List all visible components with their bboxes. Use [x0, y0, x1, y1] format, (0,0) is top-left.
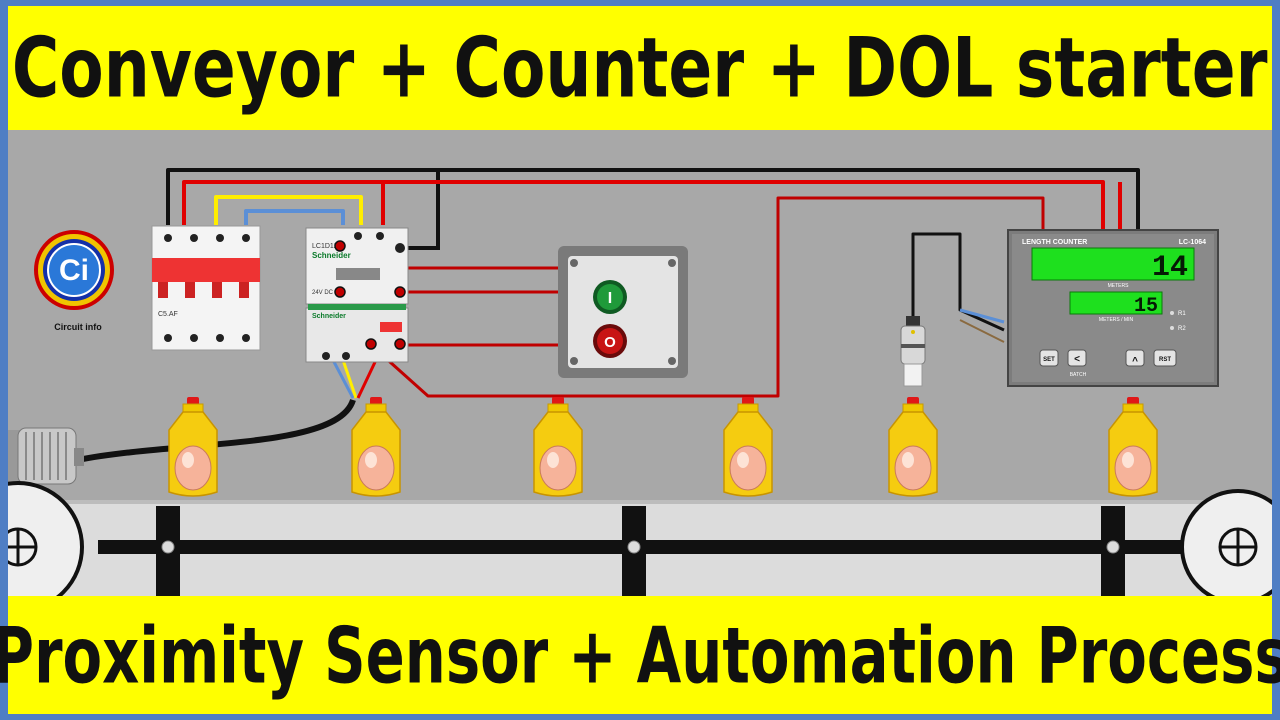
wiring-diagram: Ci Circuit info C5.AF LC1D12 Schneider 2…: [8, 130, 1272, 596]
bottle: [351, 397, 401, 497]
logo-initials: Ci: [59, 254, 89, 287]
counter-left-button[interactable]: <: [1067, 349, 1087, 367]
counter-main-unit: METERS: [1108, 283, 1130, 289]
counter-model: LC-1064: [1179, 239, 1206, 246]
stop-symbol: O: [604, 334, 616, 351]
counter-secondary-unit: METERS / MIN: [1099, 317, 1134, 323]
counter-up-button[interactable]: ^: [1125, 349, 1145, 367]
title-text: Conveyor + Counter + DOL starter: [12, 19, 1268, 117]
batch-label: BATCH: [1070, 372, 1087, 378]
reset-button-label: RST: [1159, 357, 1171, 363]
stop-button[interactable]: O: [593, 324, 627, 358]
bottle: [168, 397, 218, 497]
bottle: [1108, 397, 1158, 497]
contactor-model: LC1D12: [312, 243, 338, 250]
left-button-label: <: [1074, 354, 1080, 365]
bottle: [723, 397, 773, 497]
counter-title: LENGTH COUNTER: [1022, 239, 1087, 246]
breaker-model: C5.AF: [158, 311, 178, 318]
subtitle-text: Proximity Sensor + Automation Process: [0, 609, 1280, 701]
contactor-coil: 24V DC: [312, 290, 334, 296]
start-button[interactable]: I: [593, 280, 627, 314]
circuit-info-logo: Ci Circuit info: [34, 230, 114, 332]
right-pulley: [1180, 489, 1272, 596]
subtitle-banner: Proximity Sensor + Automation Process: [0, 596, 1280, 714]
left-pulley: [8, 481, 84, 596]
dol-starter: LC1D12 Schneider 24V DC Schneider: [305, 227, 409, 363]
logo-caption: Circuit info: [54, 322, 102, 332]
title-banner: Conveyor + Counter + DOL starter: [8, 6, 1272, 130]
relay-1-label: R1: [1178, 311, 1186, 317]
bottles: [168, 397, 1158, 497]
set-button-label: SET: [1043, 357, 1055, 363]
motor: [8, 427, 84, 490]
bottle: [533, 397, 583, 497]
counter-main-value: 14: [1152, 251, 1188, 285]
counter-secondary-value: 15: [1134, 295, 1158, 318]
circuit-breaker: C5.AF: [151, 225, 261, 351]
conveyor-belt: [8, 481, 1272, 596]
contactor-brand: Schneider: [312, 251, 351, 260]
overload-brand: Schneider: [312, 313, 346, 320]
bottle: [888, 397, 938, 497]
counter-set-button[interactable]: SET: [1039, 349, 1059, 367]
length-counter: LENGTH COUNTER LC-1064 14 METERS 15 METE…: [1007, 229, 1219, 387]
relay-2-label: R2: [1178, 326, 1186, 332]
start-symbol: I: [608, 290, 612, 307]
counter-reset-button[interactable]: RST: [1153, 349, 1177, 367]
push-button-station: I O: [558, 246, 688, 378]
proximity-sensor: [900, 316, 926, 387]
up-button-label: ^: [1132, 356, 1138, 367]
